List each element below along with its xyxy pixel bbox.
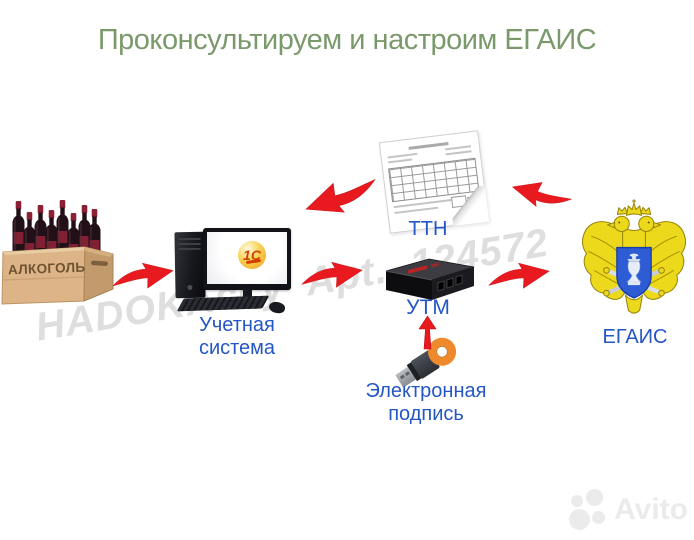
accounting-label: Учетная система xyxy=(198,314,276,359)
onec-logo-icon: 1С xyxy=(238,241,266,269)
egais-emblem-icon xyxy=(581,199,687,314)
ttn-label: ТТН xyxy=(408,218,448,240)
pc-tower-icon xyxy=(174,231,206,299)
pc-monitor-icon: 1С xyxy=(203,228,291,290)
pc-screen: 1С xyxy=(207,232,287,284)
avito-brand-text: Avito xyxy=(614,493,688,526)
arrow-signature-to-utm xyxy=(418,315,437,350)
arrow-egais-to-ttn xyxy=(508,174,574,217)
crate-handle-icon xyxy=(90,260,108,266)
utm-label: УТМ xyxy=(406,296,450,319)
crate-rim xyxy=(3,247,88,255)
utm-device xyxy=(385,258,475,300)
page-title: Проконсультируем и настроим ЕГАИС xyxy=(97,24,597,56)
keyboard-icon xyxy=(176,295,270,312)
eagle-tail xyxy=(624,294,644,314)
onec-swoosh xyxy=(245,258,262,265)
accounting-computer: 1С xyxy=(165,226,315,318)
signature-label: Электронная подпись xyxy=(365,380,487,425)
utm-red-mark xyxy=(407,265,428,274)
usb-port-icon xyxy=(437,280,445,292)
shield-urn xyxy=(626,253,642,286)
avito-logo-icon xyxy=(569,488,609,532)
alcohol-crate xyxy=(1,200,114,305)
alcohol-label: АЛКОГОЛЬ xyxy=(7,259,86,278)
monitor-stand xyxy=(243,289,252,298)
avito-watermark: Avito xyxy=(569,488,688,532)
central-crown xyxy=(625,199,643,216)
usb-port-icon xyxy=(446,277,454,289)
eagle-wings xyxy=(581,221,687,300)
eagle-head xyxy=(606,206,630,232)
mouse-icon xyxy=(267,300,287,315)
usb-port-icon xyxy=(455,274,463,286)
arrow-ttn-to-accounting xyxy=(300,170,383,224)
onec-logo-text: 1С xyxy=(243,247,261,263)
egais-label: ЕГАИС xyxy=(602,326,668,348)
